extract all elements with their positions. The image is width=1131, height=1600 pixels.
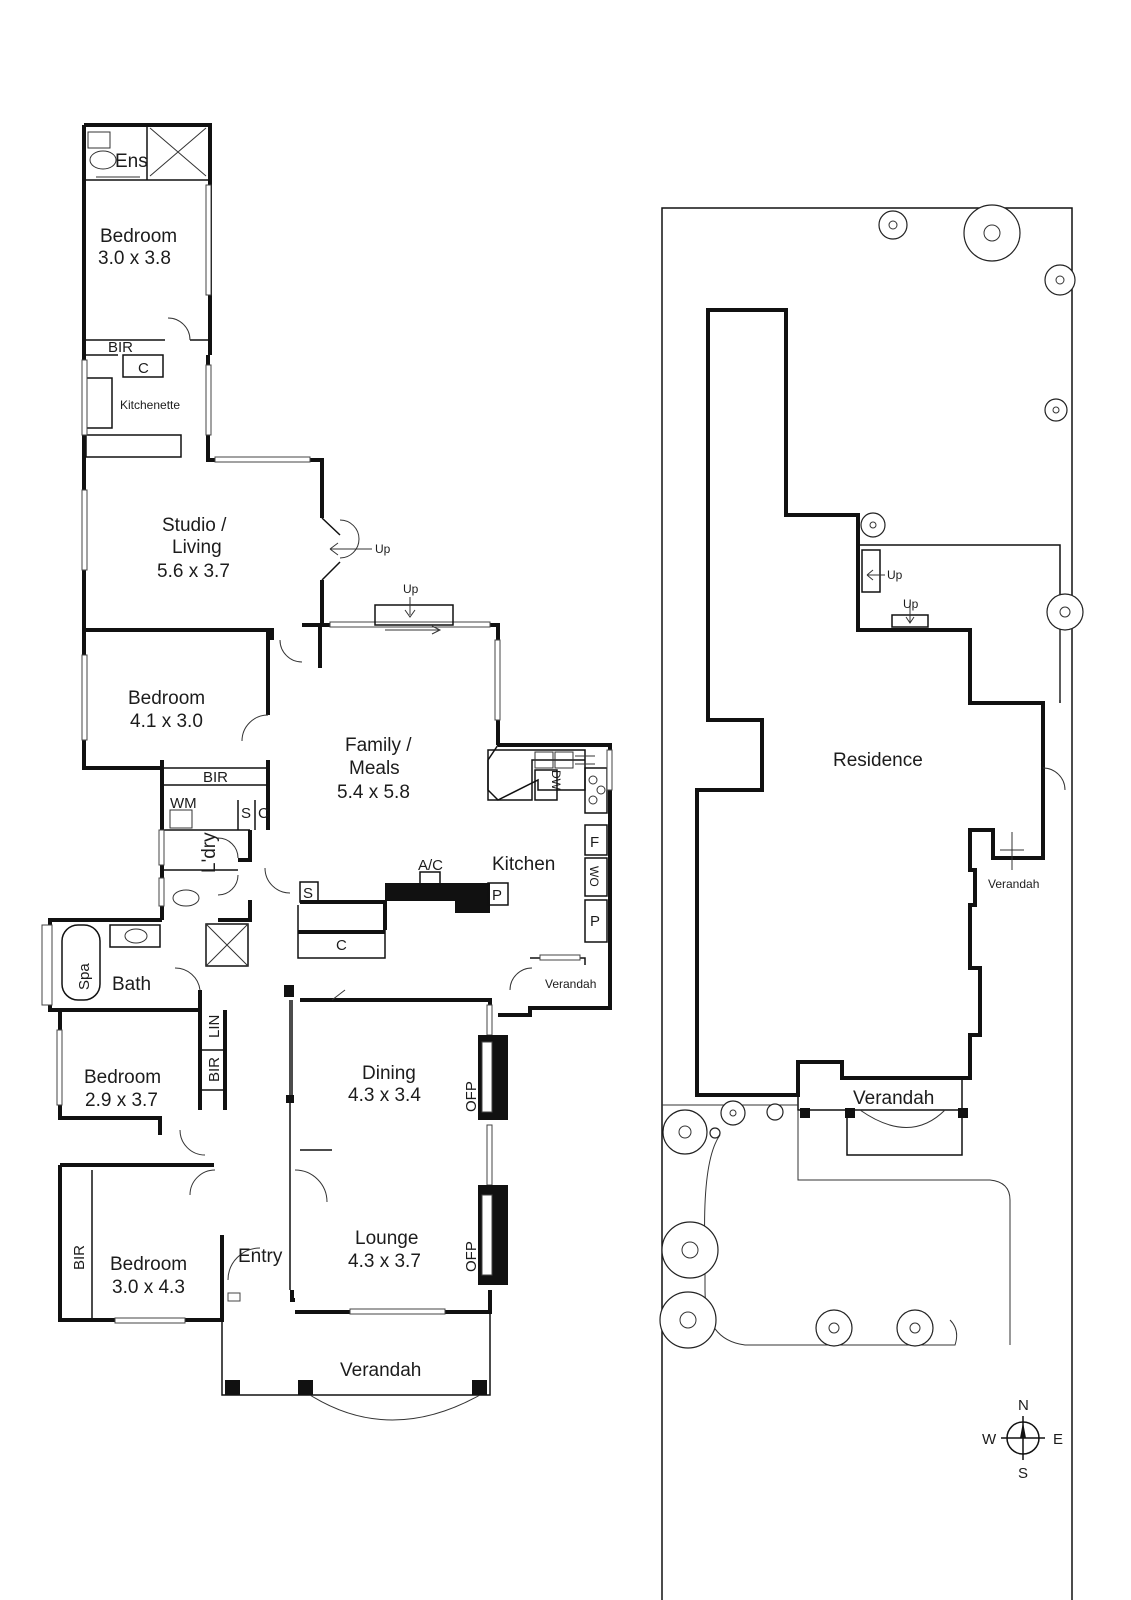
residence-label: Residence [833, 750, 923, 771]
dining-size: 4.3 x 3.4 [348, 1085, 421, 1106]
c2-label: C [336, 937, 347, 954]
fridge-label: F [590, 834, 599, 851]
bedroom-left-size: 2.9 x 3.7 [85, 1090, 158, 1111]
compass: N S E W [982, 1397, 1063, 1482]
compass-south: S [1018, 1465, 1028, 1482]
site-plan [659, 204, 1084, 1600]
lounge-label: Lounge [355, 1228, 418, 1249]
family-size: 5.4 x 5.8 [337, 782, 410, 803]
family-label-2: Meals [349, 758, 400, 779]
site-plan-labels: Residence Up Up Verandah Verandah [833, 568, 1039, 1109]
bedroom-mid-label: Bedroom [128, 688, 205, 709]
studio-label-1: Studio / [162, 515, 227, 536]
entry-label: Entry [238, 1246, 283, 1267]
verandah-kitchen-label: Verandah [545, 977, 596, 991]
studio-size: 5.6 x 3.7 [157, 561, 230, 582]
kitchenette-label: Kitchenette [120, 398, 180, 412]
s2-label: S [303, 885, 313, 902]
bir-mid-label: BIR [203, 769, 228, 786]
bir-top-label: BIR [108, 339, 133, 356]
lin-label: LIN [206, 1015, 223, 1038]
verandah-front-label: Verandah [340, 1360, 421, 1381]
ofp1-label: OFP [463, 1081, 480, 1112]
s1-label: S [241, 805, 251, 822]
bedroom-ensuite-size: 3.0 x 3.8 [98, 248, 171, 269]
compass-west: W [982, 1431, 997, 1448]
family-label-1: Family / [345, 735, 412, 756]
bath-label: Bath [112, 974, 151, 995]
bedroom-left-label: Bedroom [84, 1067, 161, 1088]
site-boundary [661, 207, 1073, 1600]
site-verandah-front-label: Verandah [853, 1088, 934, 1109]
kitchen-label: Kitchen [492, 854, 555, 875]
bir-front-label: BIR [71, 1245, 88, 1270]
wo-label: WO [587, 866, 601, 887]
pantry-small-label: P [492, 887, 502, 904]
dw-label: DW [549, 770, 563, 791]
bedroom-mid-size: 4.1 x 3.0 [130, 711, 203, 732]
bedroom-front-size: 3.0 x 4.3 [112, 1277, 185, 1298]
bedroom-front-label: Bedroom [110, 1254, 187, 1275]
ofp2-label: OFP [463, 1241, 480, 1272]
family-step-label: Up [403, 582, 419, 596]
compass-north: N [1018, 1397, 1029, 1414]
wm-label: WM [170, 795, 197, 812]
ac-label: A/C [418, 857, 443, 874]
floor-plan-labels: Ens Bedroom 3.0 x 3.8 BIR C Kitchenette … [71, 151, 601, 1381]
spa-label: Spa [76, 963, 93, 990]
laundry-label: L'dry [199, 832, 220, 873]
floor-plan [41, 123, 613, 1421]
cupboard-top-label: C [138, 360, 149, 377]
studio-label-2: Living [172, 537, 222, 558]
dining-label: Dining [362, 1063, 416, 1084]
bir-bed-label: BIR [206, 1057, 223, 1082]
pantry-label: P [590, 913, 600, 930]
compass-east: E [1053, 1431, 1063, 1448]
c1-label: C [258, 805, 269, 822]
bedroom-ensuite-label: Bedroom [100, 226, 177, 247]
studio-step-label: Up [375, 542, 391, 556]
site-verandah-side-label: Verandah [988, 877, 1039, 891]
residence-outline [695, 308, 1045, 1097]
ensuite-label: Ens [115, 151, 148, 172]
site-up1-label: Up [887, 568, 903, 582]
site-up2-label: Up [903, 597, 919, 611]
lounge-size: 4.3 x 3.7 [348, 1251, 421, 1272]
trees [659, 204, 1084, 1349]
